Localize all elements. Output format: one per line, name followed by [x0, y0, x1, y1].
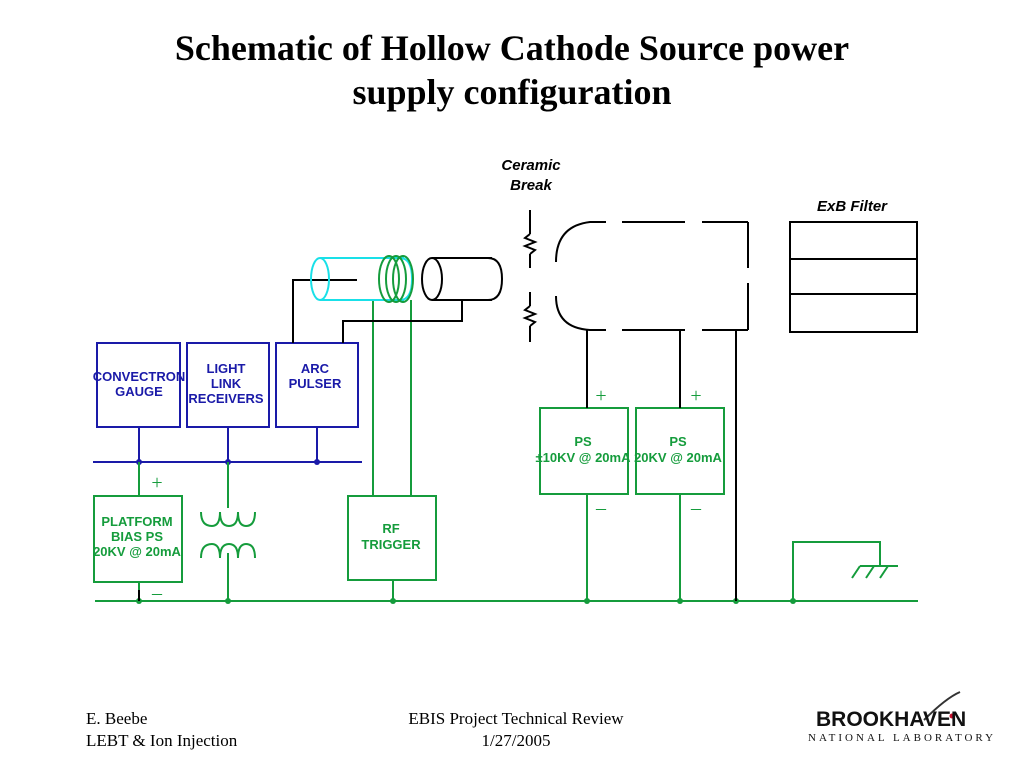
rf-trigger-label-2: TRIGGER — [361, 537, 421, 552]
rf-coil — [378, 255, 414, 303]
exb-filter-box — [789, 221, 918, 333]
arc-pulser-label-2: PULSER — [289, 376, 342, 391]
light-link-label-2: LINK — [211, 376, 242, 391]
plus-sign: + — [151, 472, 162, 494]
transformer-primary-coil — [200, 511, 256, 528]
rf-trigger-label-1: RF — [382, 521, 399, 536]
platform-bias-label-3: 20KV @ 20mA — [93, 544, 181, 559]
junction-dot — [677, 598, 683, 604]
minus-sign: – — [595, 497, 607, 519]
footer-author-block: E. Beebe LEBT & Ion Injection — [86, 708, 237, 752]
junction-dot — [390, 598, 396, 604]
minus-sign: – — [151, 582, 163, 604]
ps-10kv-box — [539, 407, 629, 495]
ps-10kv-label-2: ±10KV @ 20mA — [536, 450, 632, 465]
light-link-wire — [292, 279, 357, 343]
title-line-2: supply configuration — [352, 72, 672, 112]
footer-date: 1/27/2005 — [481, 731, 551, 750]
ps-10kv-label-1: PS — [574, 434, 592, 449]
convectron-label-2: GAUGE — [115, 384, 163, 399]
arc-pulser-wire — [342, 300, 463, 343]
platform-bias-label-1: PLATFORM — [101, 514, 172, 529]
ceramic-break-label-2: Break — [510, 177, 552, 194]
light-link-label-1: LIGHT — [207, 361, 246, 376]
exb-filter-label: ExB Filter — [817, 198, 888, 215]
minus-sign: – — [690, 497, 702, 519]
cathode-cylinder-end — [421, 257, 443, 301]
light-link-label-3: RECEIVERS — [188, 391, 263, 406]
plus-sign: + — [690, 385, 701, 407]
convectron-label-1: CONVECTRON — [93, 369, 185, 384]
platform-bias-label-2: BIAS PS — [111, 529, 163, 544]
footer-topic: LEBT & Ion Injection — [86, 731, 238, 750]
resistor-lower — [522, 305, 538, 327]
transformer-secondary-coil — [200, 542, 256, 559]
electrode-top-curve — [555, 221, 606, 263]
logo-name: BROOKHAVEN — [816, 708, 967, 731]
ps-20kv-label-1: PS — [669, 434, 687, 449]
junction-dot — [584, 598, 590, 604]
junction-dot — [225, 598, 231, 604]
logo-swoosh-icon — [923, 691, 961, 721]
junction-dot — [790, 598, 796, 604]
footer-author: E. Beebe — [86, 709, 148, 728]
logo-subtitle: NATIONAL LABORATORY — [808, 732, 997, 744]
footer-event: EBIS Project Technical Review — [408, 709, 624, 728]
slide-title: Schematic of Hollow Cathode Source power… — [0, 26, 1024, 114]
junction-dot — [314, 459, 320, 465]
brookhaven-logo: BROOKHAVEN NATIONAL LABORATORY — [806, 690, 1006, 750]
plus-sign: + — [595, 385, 606, 407]
electrode-bottom-curve — [555, 295, 606, 331]
resistor-upper — [522, 233, 538, 255]
ps-20kv-label-2: 20KV @ 20mA — [634, 450, 722, 465]
ceramic-break-label-1: Ceramic — [501, 157, 561, 174]
arc-pulser-label-1: ARC — [301, 361, 330, 376]
footer-event-block: EBIS Project Technical Review 1/27/2005 — [380, 708, 652, 752]
title-line-1: Schematic of Hollow Cathode Source power — [174, 28, 850, 68]
